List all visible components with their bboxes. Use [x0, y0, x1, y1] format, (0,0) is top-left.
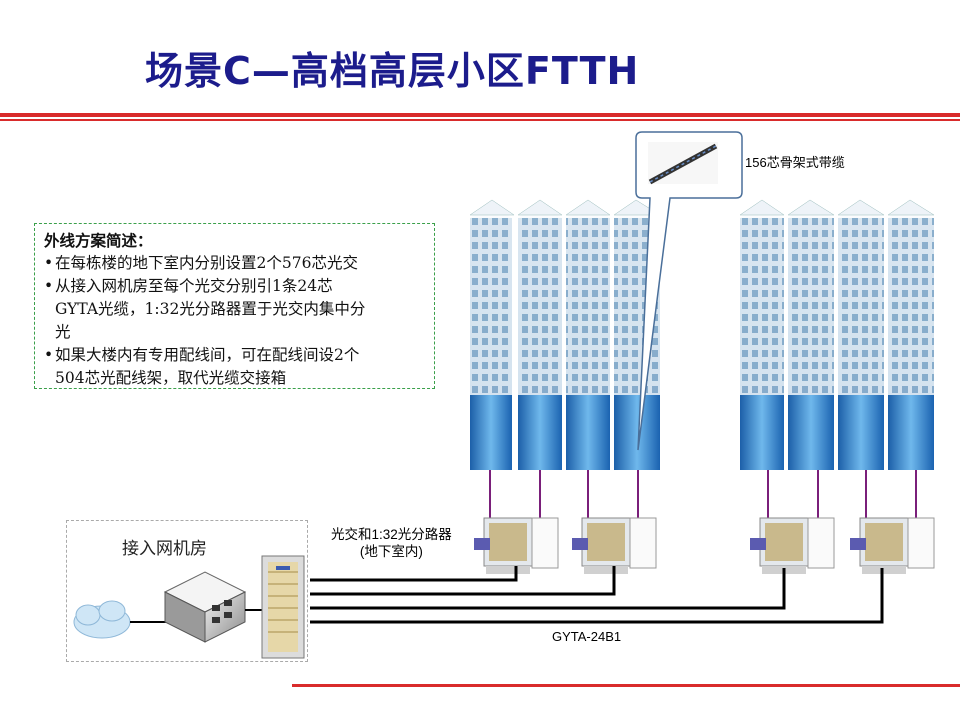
splitter-label: 光交和1:32光分路器 (地下室内) — [331, 526, 452, 560]
title-divider — [0, 113, 960, 117]
footer-divider — [292, 684, 960, 687]
riser-lines — [489, 470, 917, 525]
summary-bullet: 在每栋楼的地下室内分别设置2个576芯光交 — [44, 252, 426, 275]
summary-box: 外线方案简述： 在每栋楼的地下室内分别设置2个576芯光交 从接入网机房至每个光… — [34, 223, 435, 389]
building-icon — [517, 199, 563, 470]
cable-callout — [635, 131, 743, 451]
cable-label: GYTA-24B1 — [552, 629, 622, 644]
splitter-label-line2: (地下室内) — [359, 544, 423, 559]
slide-title: 场景C—高档高层小区FTTH — [145, 49, 640, 93]
access-room-box — [66, 520, 308, 662]
ribbon-cable-image — [648, 142, 718, 185]
building-icon — [787, 199, 835, 470]
cloud-icon — [73, 600, 131, 639]
summary-bullet-cont: GYTA光缆，1:32光分路器置于光交内集中分 — [55, 300, 366, 318]
access-room-label: 接入网机房 — [122, 539, 207, 559]
callout-label: 156芯骨架式带缆 — [745, 155, 845, 170]
title-divider-thin — [0, 119, 960, 121]
building-cluster-left — [469, 199, 661, 470]
cabinet-icon — [572, 517, 657, 574]
building-icon — [565, 199, 611, 470]
summary-bullet-cont: 光 — [55, 323, 71, 341]
server-icon — [163, 571, 247, 643]
cabinet-icon — [850, 517, 935, 574]
summary-bullet: 如果大楼内有专用配线间，可在配线间设2个 — [44, 344, 426, 367]
building-icon — [837, 199, 885, 470]
building-icon — [469, 199, 515, 470]
summary-bullet-cont: 504芯光配线架，取代光缆交接箱 — [55, 369, 287, 387]
cabinet-icon — [474, 517, 559, 574]
summary-bullet: 从接入网机房至每个光交分别引1条24芯 — [44, 275, 426, 298]
building-icon — [739, 199, 785, 470]
cabinet-icon — [750, 517, 835, 574]
odf-rack-icon — [261, 555, 305, 659]
building-icon — [887, 199, 935, 470]
splitter-label-line1: 光交和1:32光分路器 — [331, 527, 452, 542]
cross-connect-cabinets — [474, 517, 935, 574]
gyta-cables — [310, 566, 884, 624]
summary-heading: 外线方案简述： — [44, 231, 153, 250]
building-cluster-right — [739, 199, 935, 470]
